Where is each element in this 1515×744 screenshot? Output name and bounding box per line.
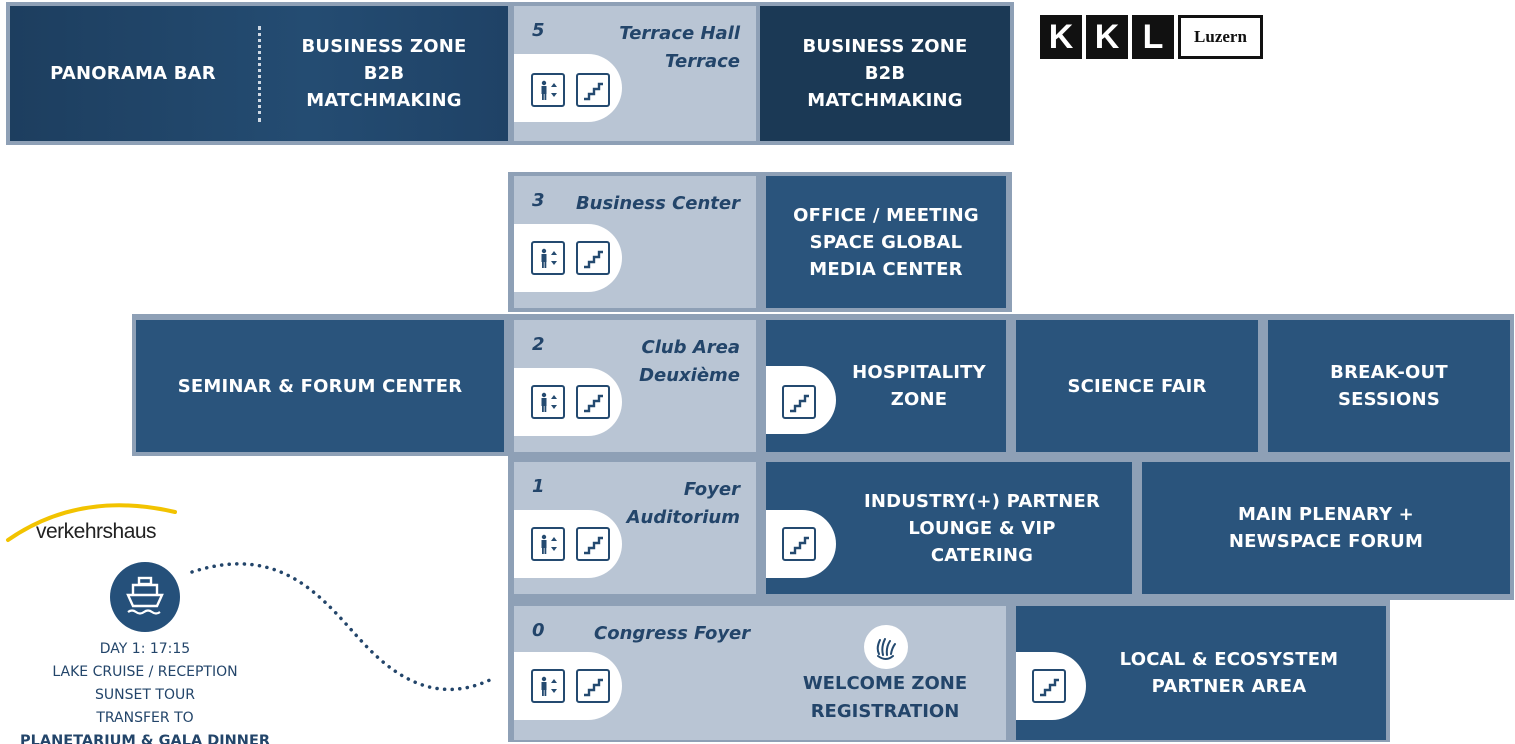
main-plenary[interactable]: MAIN PLENARY + NEWSPACE FORUM — [1142, 462, 1510, 594]
cruise-route-dotted-line — [190, 562, 496, 692]
kkl-luzern-logo: K K L Luzern — [1040, 15, 1263, 59]
stairs-icon — [576, 527, 610, 561]
elevator-icon — [531, 385, 565, 419]
elevator-icon — [531, 527, 565, 561]
stairs-icon — [782, 385, 816, 419]
local-ecosystem-partner-area[interactable]: LOCAL & ECOSYSTEM PARTNER AREA — [1016, 606, 1386, 740]
verkehrshaus-logo-arc — [6, 503, 177, 542]
divider-dotted — [258, 26, 261, 122]
elevator-icon — [531, 669, 565, 703]
cruise-line-5: PLANETARIUM & GALA DINNER — [19, 733, 271, 744]
elevator-icon — [531, 73, 565, 107]
office-meeting-space[interactable]: OFFICE / MEETING SPACE GLOBAL MEDIA CENT… — [766, 176, 1006, 308]
floor-number-5: 5 — [532, 20, 545, 41]
business-zone-right[interactable]: BUSINESS ZONE B2B MATCHMAKING — [760, 6, 1010, 141]
core-name-2: Club Area Deuxième — [639, 337, 740, 386]
break-out-sessions[interactable]: BREAK-OUT SESSIONS — [1268, 320, 1510, 452]
floor-number-2: 2 — [532, 334, 545, 355]
cruise-line-2: LAKE CRUISE / RECEPTION — [52, 664, 238, 680]
logo-letter-k1: K — [1040, 15, 1082, 59]
local-ecosystem-label: LOCAL & ECOSYSTEM PARTNER AREA — [1119, 649, 1339, 697]
panorama-bar-label: PANORAMA BAR — [50, 63, 216, 84]
cruise-line-1: DAY 1: 17:15 — [99, 641, 191, 657]
stairs-icon — [576, 241, 610, 275]
stairs-icon — [576, 73, 610, 107]
elevator-icon — [531, 241, 565, 275]
cruise-line-4: TRANSFER TO — [96, 710, 194, 726]
business-zone-left[interactable]: BUSINESS ZONE B2B MATCHMAKING — [262, 6, 506, 141]
cruise-line-3: SUNSET TOUR — [95, 687, 195, 703]
boat-icon — [110, 562, 180, 632]
stairs-icon — [782, 527, 816, 561]
core-name-3: Business Center — [575, 193, 740, 214]
verkehrshaus-logo-text: verkehrshaus — [36, 520, 157, 543]
office-meeting-space-label: OFFICE / MEETING SPACE GLOBAL MEDIA CENT… — [793, 204, 979, 280]
industry-partner-lounge-label: INDUSTRY(+) PARTNER LOUNGE & VIP CATERIN… — [863, 490, 1101, 566]
panorama-bar[interactable]: PANORAMA BAR — [10, 6, 256, 141]
lake-cruise-info: DAY 1: 17:15 LAKE CRUISE / RECEPTION SUN… — [0, 638, 290, 744]
logo-luzern: Luzern — [1178, 15, 1263, 59]
floor-number-1: 1 — [532, 476, 545, 497]
hospitality-zone-label: HOSPITALITY ZONE — [852, 362, 986, 410]
core-name-0: Congress Foyer — [594, 623, 751, 644]
welcome-zone-label: WELCOME ZONE REGISTRATION — [802, 673, 968, 722]
core-name-1: Foyer Auditorium — [626, 479, 740, 528]
logo-letter-l: L — [1132, 15, 1174, 59]
business-zone-left-label: BUSINESS ZONE B2B MATCHMAKING — [301, 36, 467, 111]
main-plenary-label: MAIN PLENARY + NEWSPACE FORUM — [1228, 504, 1424, 552]
business-zone-right-label: BUSINESS ZONE B2B MATCHMAKING — [802, 36, 968, 111]
stairs-icon — [576, 385, 610, 419]
seminar-forum-center-label: SEMINAR & FORUM CENTER — [177, 375, 463, 397]
stairs-icon — [1032, 669, 1066, 703]
core-name-5: Terrace Hall Terrace — [619, 23, 740, 72]
waving-hand-icon — [864, 625, 908, 669]
floor-number-3: 3 — [532, 190, 545, 211]
science-fair[interactable]: SCIENCE FAIR — [1016, 320, 1258, 452]
logo-letter-k2: K — [1086, 15, 1128, 59]
break-out-sessions-label: BREAK-OUT SESSIONS — [1330, 362, 1448, 410]
science-fair-label: SCIENCE FAIR — [1067, 375, 1207, 397]
floor-number-0: 0 — [532, 620, 545, 641]
stairs-icon — [576, 669, 610, 703]
core-floor-5[interactable]: 5 Terrace Hall Terrace — [514, 6, 756, 141]
seminar-forum-center[interactable]: SEMINAR & FORUM CENTER — [136, 320, 504, 452]
